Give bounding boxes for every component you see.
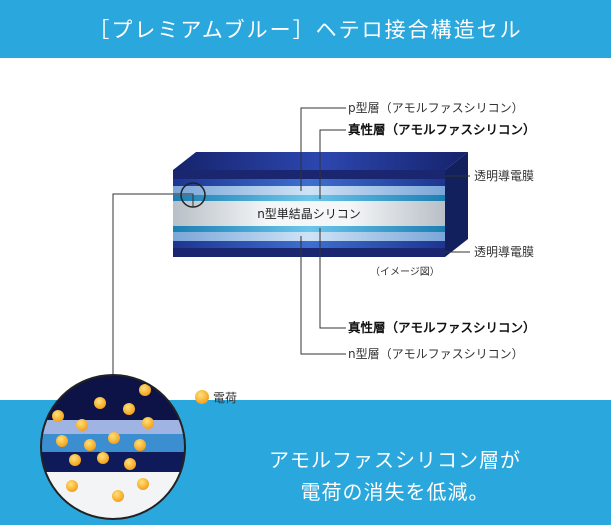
intrinsic-bottom-label: 真性層（アモルファスシリコン） bbox=[348, 320, 536, 335]
charge-icon bbox=[195, 390, 209, 404]
leader-lines bbox=[112, 107, 470, 378]
layer-stack bbox=[173, 170, 445, 257]
n-layer-label: n型層（アモルファスシリコン） bbox=[348, 347, 524, 361]
footer-message: アモルファスシリコン層が 電荷の消失を低減。 bbox=[235, 444, 555, 508]
intrinsic-top-label: 真性層（アモルファスシリコン） bbox=[348, 122, 536, 137]
core-label: n型単結晶シリコン bbox=[257, 207, 361, 221]
page-title: ［プレミアムブルー］ヘテロ接合構造セル bbox=[88, 18, 523, 42]
footer-line-2: 電荷の消失を低減。 bbox=[300, 480, 490, 504]
charge-particles bbox=[52, 384, 154, 502]
magnified-view bbox=[40, 374, 186, 520]
footer-line-1: アモルファスシリコン層が bbox=[269, 448, 521, 472]
tco-top-label: 透明導電膜 bbox=[474, 169, 534, 183]
p-layer-label: p型層（アモルファスシリコン） bbox=[348, 101, 524, 115]
tco-bottom-label: 透明導電膜 bbox=[474, 245, 534, 259]
slab-side-face bbox=[445, 152, 468, 257]
image-note: （イメージ図） bbox=[370, 266, 440, 278]
header-banner: ［プレミアムブルー］ヘテロ接合構造セル bbox=[0, 0, 611, 58]
charge-legend-label: 電荷 bbox=[213, 391, 237, 405]
